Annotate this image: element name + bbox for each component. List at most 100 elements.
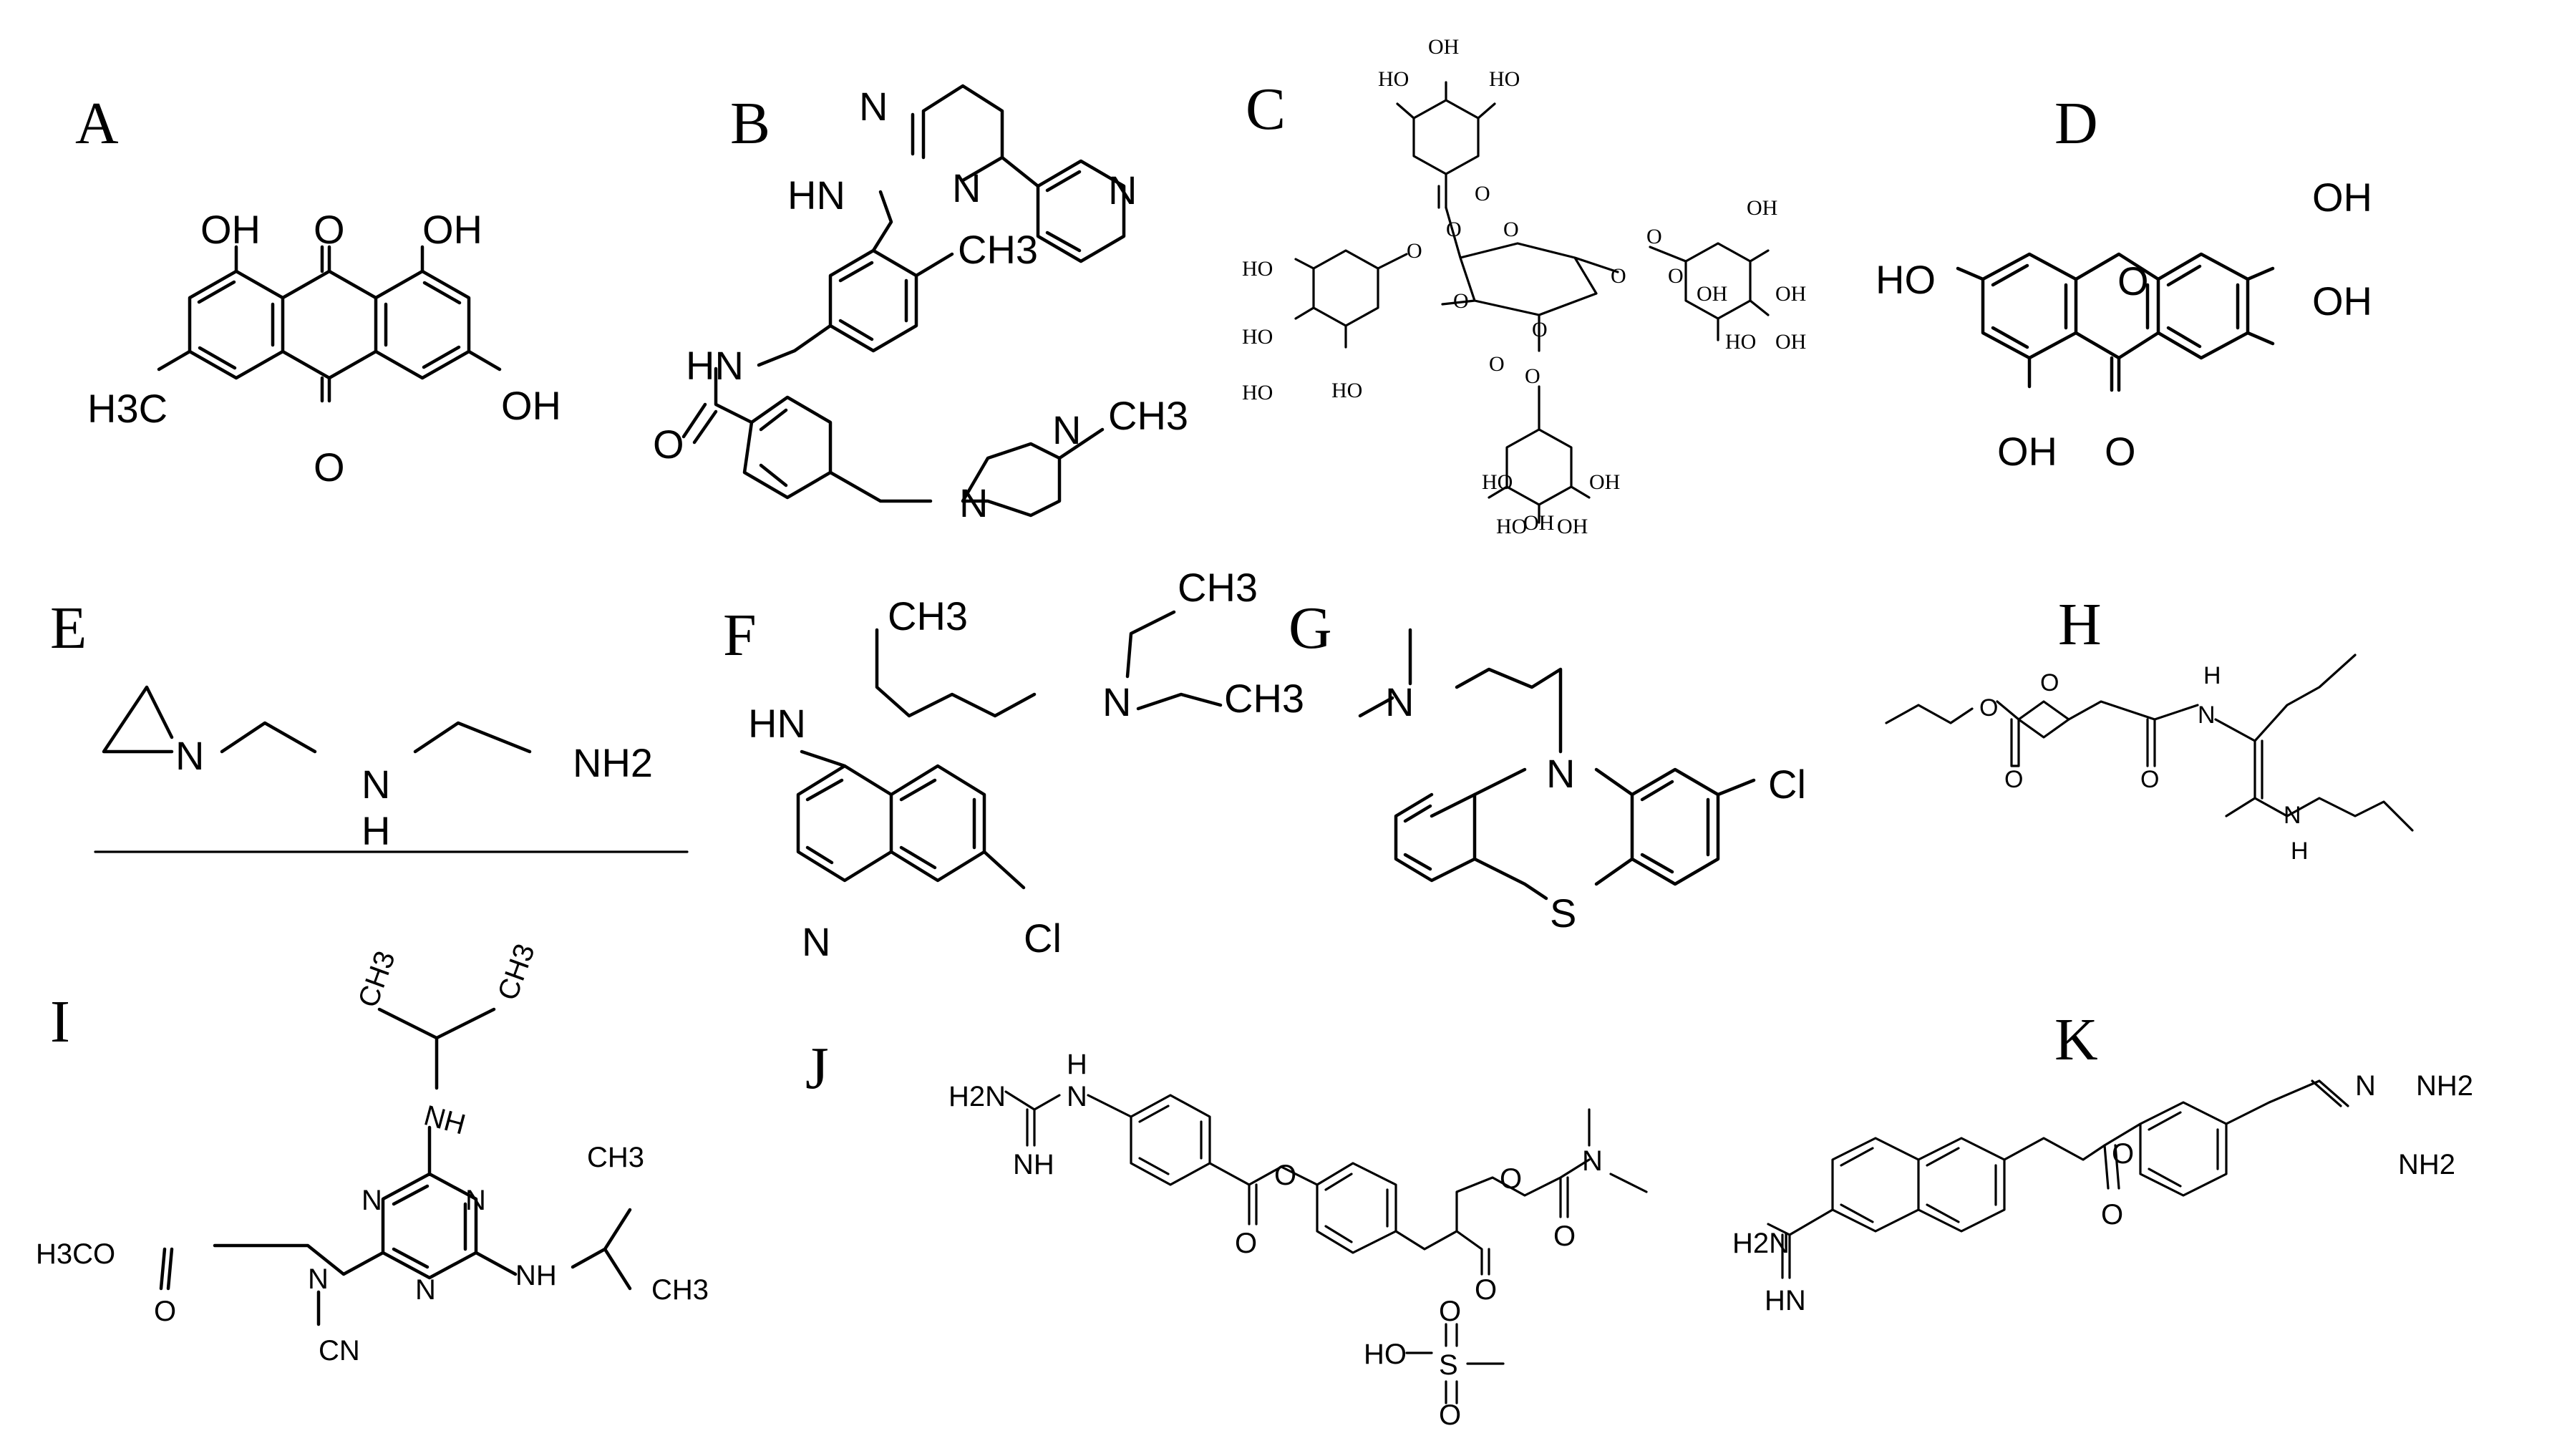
atom-j-ho: HO [1364, 1339, 1407, 1370]
atom-c-ho-right-4: HO [1725, 330, 1756, 354]
atom-i-o: O [154, 1296, 176, 1327]
atom-i-n-2: N [465, 1185, 486, 1216]
atom-j-nh: NH [1013, 1149, 1054, 1180]
atom-e-nh2: NH2 [573, 740, 653, 785]
atom-k-nh2-2: NH2 [2398, 1149, 2455, 1180]
atom-d-o-ring: O [2117, 258, 2149, 304]
atom-c-ho-top-right: HO [1489, 67, 1520, 91]
panel-i: I CH3 CH3 NH CH3 H3CO N N N NH CH3 O N C… [36, 940, 709, 1367]
atom-c-oh-bottom-2: OH [1557, 515, 1588, 538]
atom-f-ch3-1: CH3 [888, 593, 968, 639]
structure-d [1956, 252, 2275, 392]
atom-f-ch3-3: CH3 [1224, 676, 1304, 721]
atom-c-ho-top: HO [1378, 67, 1409, 91]
atom-a-h3c: H3C [87, 386, 168, 431]
atom-h-n-1: N [2198, 702, 2216, 729]
atom-g-cl: Cl [1768, 762, 1806, 807]
atom-j-n: N [1067, 1081, 1087, 1112]
atom-c-oh-bottom-3: OH [1523, 511, 1554, 535]
atom-c-o-6: O [1646, 225, 1662, 248]
atom-i-h3co: H3CO [36, 1238, 115, 1270]
atom-c-o-8: O [1532, 318, 1548, 341]
atom-j-o-4: O [1500, 1163, 1522, 1195]
atom-j-o-7: O [1439, 1399, 1461, 1431]
atom-i-ch3-1: CH3 [352, 947, 402, 1011]
atom-c-o-9: O [1525, 364, 1540, 388]
atom-c-oh-right-3: OH [1775, 330, 1806, 354]
structure-k [1767, 1079, 2349, 1279]
atom-k-h2n: H2N [1732, 1228, 1790, 1259]
panel-h: H H N O O O O N H [1885, 591, 2414, 865]
panel-e: E N N H NH2 [50, 595, 689, 853]
atom-c-o-2: O [1446, 218, 1462, 241]
structure-f [796, 610, 1223, 890]
atom-j-o-1: O [1235, 1228, 1257, 1259]
atom-h-n-2: N [2284, 802, 2301, 829]
panel-label-a: A [75, 90, 119, 157]
atom-f-hn: HN [748, 701, 806, 746]
panel-d: D OH HO O OH OH O [1876, 90, 2372, 474]
structure-j [1004, 1090, 1648, 1404]
atom-c-ho-bottom-2: HO [1496, 515, 1527, 538]
atom-h-o-carbonyl: O [2004, 766, 2023, 793]
atom-c-oh-right-2: OH [1775, 282, 1806, 306]
atom-c-o-3: O [1407, 239, 1422, 263]
atom-c-oh-right-5: OH [1697, 282, 1727, 306]
panel-f: F CH3 CH3 HN N CH3 N Cl [723, 565, 1304, 964]
atom-j-n-2: N [1582, 1145, 1603, 1177]
atom-j-o-2: O [1274, 1160, 1296, 1191]
atom-a-oh-1: OH [200, 207, 261, 252]
structure-b [681, 84, 1126, 518]
atom-b-n-3: N [959, 480, 988, 525]
atom-b-n-4: N [1052, 407, 1081, 452]
atom-f-ch3-2: CH3 [1178, 565, 1258, 610]
atom-e-n-1: N [175, 733, 204, 778]
panel-label-e: E [50, 595, 87, 661]
atom-a-o-top: O [314, 207, 345, 252]
atom-j-o-5: O [1553, 1220, 1576, 1252]
atom-b-ch3-2: CH3 [1108, 393, 1188, 438]
atom-c-o-4: O [1453, 289, 1469, 313]
atom-i-ch3-2: CH3 [492, 940, 541, 1004]
atom-a-o-bottom: O [314, 445, 345, 490]
panel-label-h: H [2058, 591, 2102, 658]
panel-label-d: D [2054, 90, 2098, 157]
atom-h-o-epoxide: O [2040, 669, 2059, 697]
atom-k-hn: HN [1765, 1285, 1806, 1316]
atom-j-h2n: H2N [948, 1081, 1006, 1112]
atom-d-oh-3: OH [1997, 429, 2057, 474]
atom-j-s: S [1439, 1349, 1458, 1381]
atom-c-ho-left-1: HO [1242, 257, 1273, 281]
atom-e-n-2: N [362, 762, 390, 807]
structure-a [157, 245, 502, 403]
atom-b-hn-1: HN [787, 173, 845, 218]
atom-h-o-amide: O [2140, 766, 2159, 793]
atom-h-h-2: H [2291, 838, 2309, 865]
atom-d-oh-1: OH [2312, 175, 2372, 220]
atom-c-ho-left-3: HO [1242, 381, 1273, 404]
atom-e-h: H [362, 808, 390, 853]
structure-e [102, 685, 532, 754]
atom-a-oh-2: OH [422, 207, 482, 252]
atom-b-n-pyridine: N [1108, 168, 1137, 213]
atom-b-o: O [653, 422, 684, 467]
atom-j-o-3: O [1475, 1274, 1497, 1306]
atom-b-n-1: N [859, 84, 888, 129]
atom-i-ch3-3: CH3 [587, 1142, 644, 1173]
atom-i-n-4: N [308, 1263, 329, 1295]
atom-j-h: H [1067, 1049, 1087, 1080]
atom-c-o-1: O [1475, 182, 1490, 205]
atom-c-o-5: O [1611, 264, 1626, 288]
atom-c-ho-left-2: HO [1242, 325, 1273, 349]
atom-g-n-2: N [1546, 751, 1575, 796]
atom-b-n-2: N [952, 165, 981, 210]
atom-a-oh-3: OH [501, 383, 561, 428]
atom-f-n: N [1102, 679, 1131, 724]
atom-c-o-ring: O [1503, 218, 1519, 241]
panel-k: K N NH2 NH2 O H2N O HN [1732, 1006, 2473, 1316]
atom-f-cl: Cl [1024, 916, 1062, 961]
atom-i-n-3: N [415, 1274, 436, 1306]
atom-c-oh-bottom-1: OH [1589, 470, 1620, 494]
panel-label-k: K [2054, 1006, 2098, 1073]
atom-i-n-1: N [362, 1185, 382, 1216]
